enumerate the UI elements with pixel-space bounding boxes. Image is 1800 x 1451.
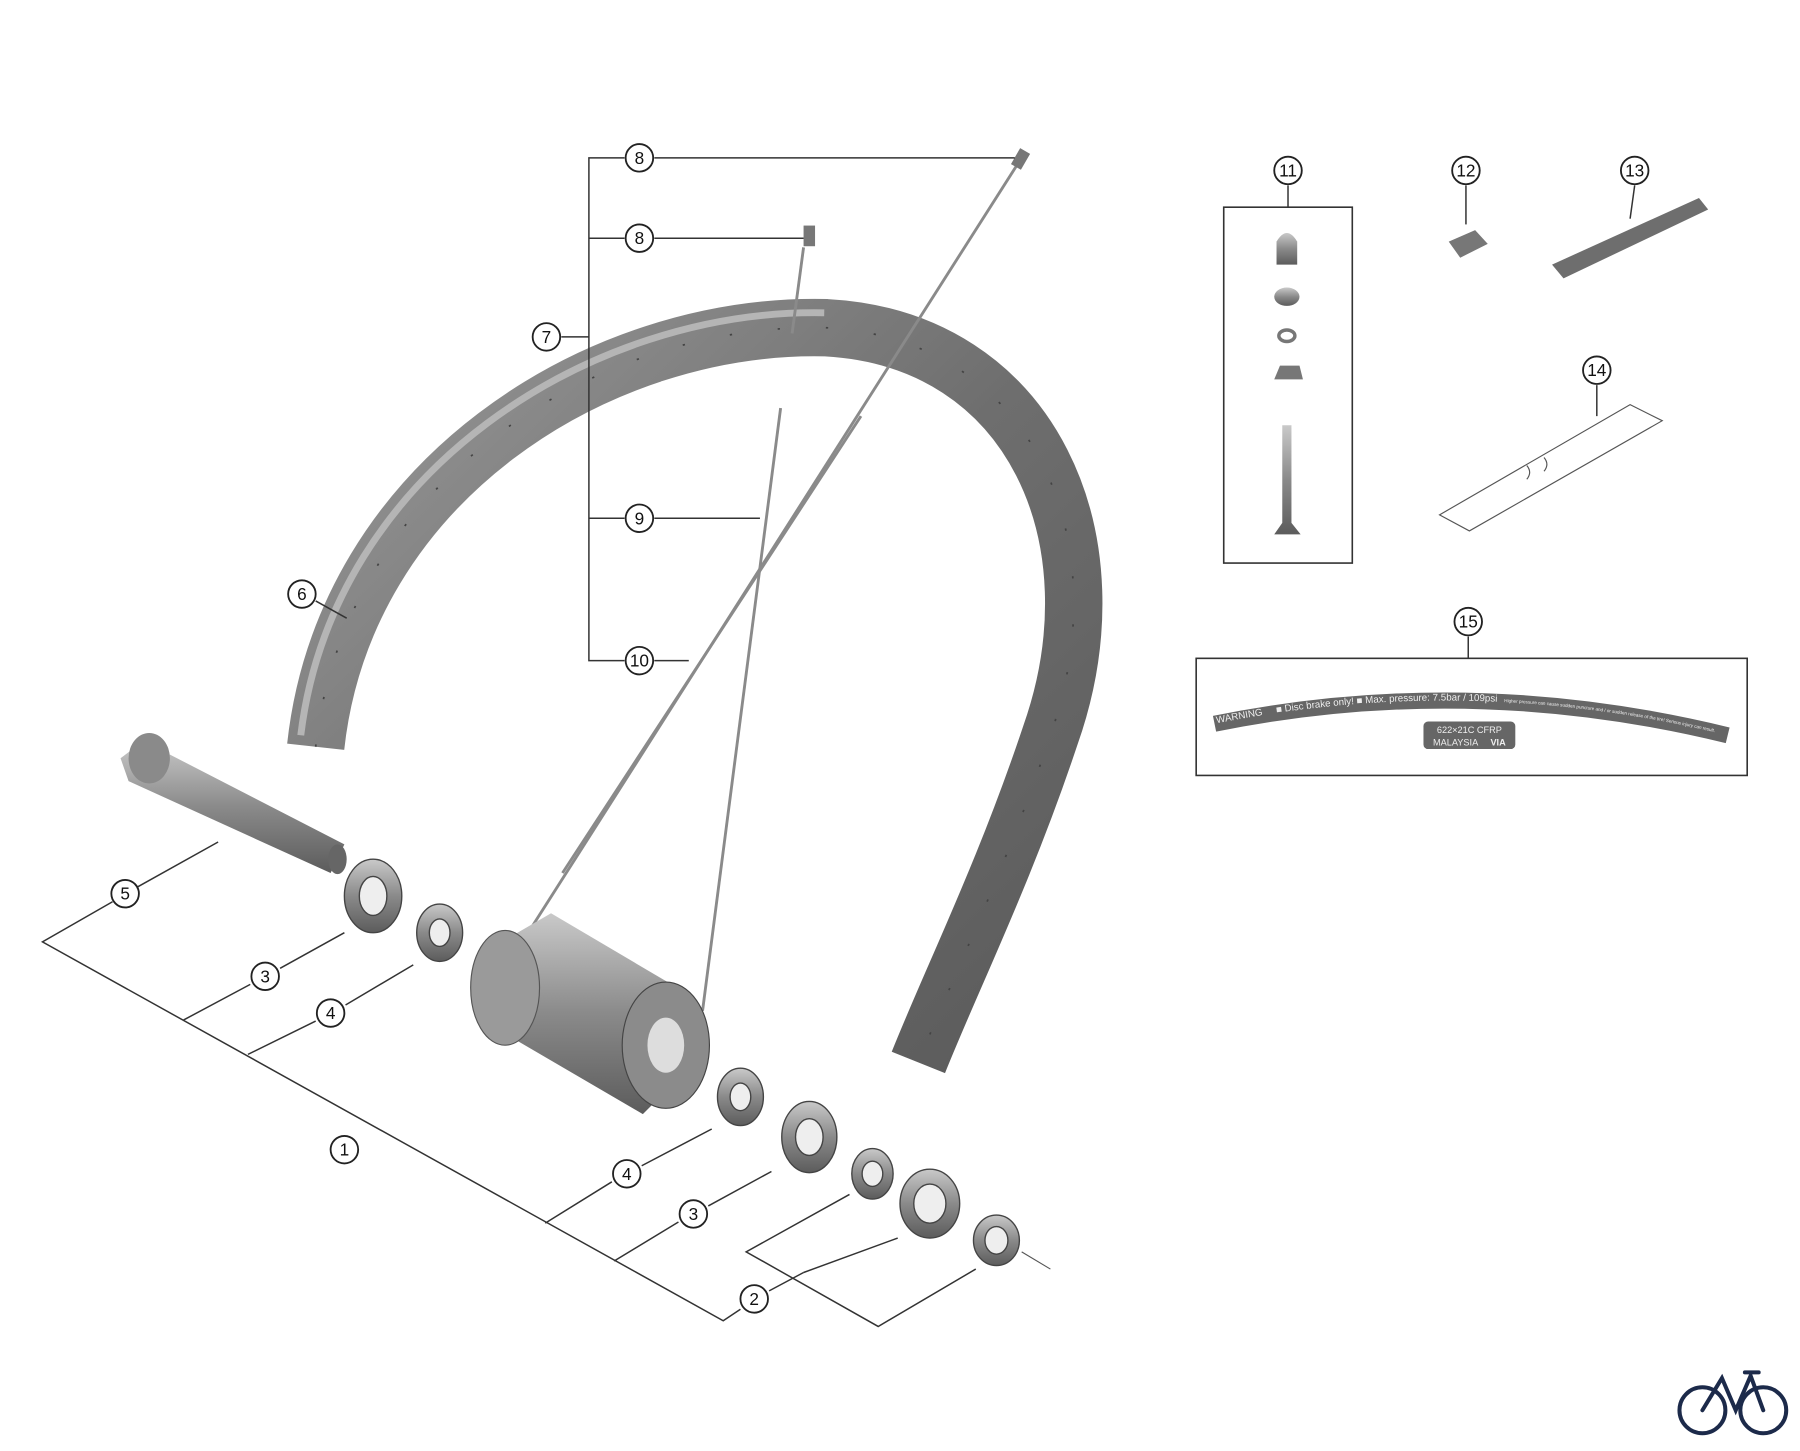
end-cap-2a (851, 1147, 894, 1200)
callout-4-left: 4 (315, 998, 346, 1028)
svg-text:8: 8 (635, 148, 645, 168)
end-cap-2c (972, 1214, 1021, 1267)
rim-nut-12 (1448, 230, 1488, 258)
rim (287, 299, 1103, 1074)
svg-text:13: 13 (1625, 160, 1644, 180)
svg-text:2: 2 (749, 1289, 759, 1309)
callout-3-right: 3 (678, 1199, 709, 1229)
callout-14: 14 (1582, 355, 1612, 385)
callout-9: 9 (624, 503, 655, 533)
bicycle-logo-icon (1677, 1370, 1789, 1436)
svg-text:7: 7 (542, 327, 552, 347)
callout-5: 5 (110, 878, 140, 909)
svg-text:14: 14 (1587, 360, 1607, 380)
rim-tape-14 (1438, 403, 1664, 532)
svg-text:12: 12 (1456, 160, 1475, 180)
callout-8-top: 8 (624, 143, 655, 173)
callout-12: 12 (1451, 155, 1481, 186)
callout-11: 11 (1273, 155, 1303, 186)
size-text: 622×21C CFRP (1437, 725, 1502, 735)
callout-10: 10 (624, 645, 655, 676)
bearing-4-left (416, 903, 464, 963)
spoke-nipple-8 (1010, 148, 1031, 170)
callout-15: 15 (1453, 606, 1483, 637)
valve-parts-11 (1222, 206, 1354, 564)
via-text: VIA (1490, 738, 1506, 748)
leader-lines (40, 157, 1636, 1328)
end-cap-2b (899, 1168, 961, 1239)
origin-text: MALAYSIA (1433, 738, 1479, 748)
callout-2: 2 (739, 1284, 769, 1314)
svg-text:15: 15 (1459, 612, 1478, 632)
callout-8: 8 (624, 223, 655, 253)
bearing-4-right (716, 1067, 765, 1127)
callout-7: 7 (531, 322, 562, 352)
spokes (521, 160, 1021, 1011)
svg-text:6: 6 (297, 584, 307, 604)
svg-text:4: 4 (622, 1164, 632, 1184)
callout-6: 6 (287, 579, 317, 609)
axle-5 (120, 732, 347, 875)
spoke-wrench-13 (1552, 198, 1709, 279)
hub-1 (470, 913, 711, 1115)
svg-text:9: 9 (635, 508, 645, 528)
seal-3-right (781, 1100, 838, 1174)
svg-text:5: 5 (120, 884, 130, 904)
callout-1: 1 (329, 1134, 360, 1165)
svg-text:3: 3 (260, 966, 270, 986)
svg-text:11: 11 (1279, 160, 1297, 180)
svg-text:8: 8 (635, 228, 645, 248)
svg-text:3: 3 (689, 1204, 699, 1224)
svg-text:10: 10 (630, 651, 649, 671)
rim-decal-15: WARNING■ Disc brake only! ■ Max. pressur… (1195, 657, 1748, 777)
callout-3-left: 3 (250, 961, 280, 992)
callout-4-right: 4 (612, 1159, 642, 1189)
spoke-nipple-8b (803, 225, 816, 247)
callout-13: 13 (1620, 155, 1650, 186)
svg-text:1: 1 (340, 1140, 350, 1160)
svg-text:4: 4 (326, 1003, 336, 1023)
seal-3-left (343, 858, 403, 934)
